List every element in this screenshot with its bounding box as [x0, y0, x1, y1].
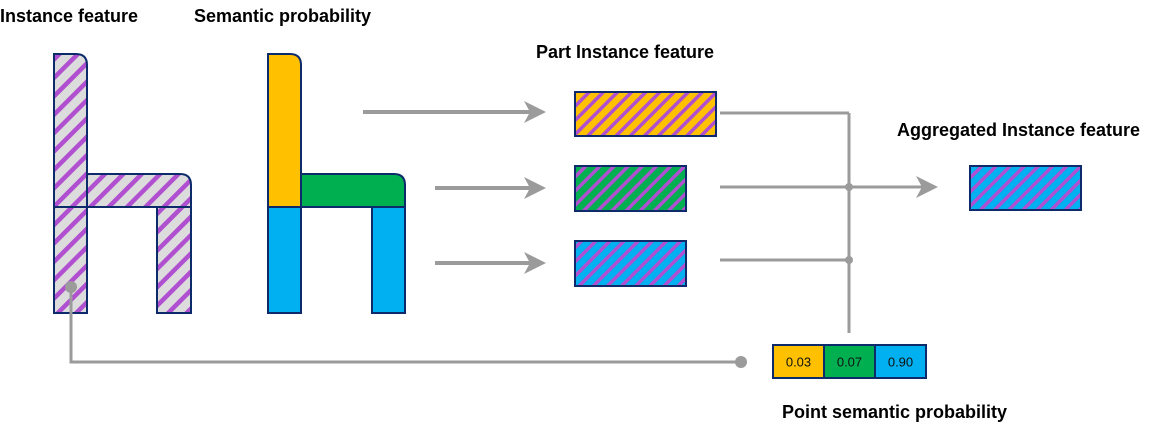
chair-seat-hatched	[86, 173, 192, 208]
instance-feature-chair	[53, 53, 192, 314]
probability-cell	[874, 344, 927, 379]
arrow-seat-head	[524, 177, 546, 199]
part-instance-feature-label: Part Instance feature	[536, 42, 715, 62]
point-semantic-probability-label: Point semantic probability	[782, 402, 1008, 422]
chair-leg-left-semantic	[267, 206, 302, 314]
arrow-aggregated-head	[916, 176, 938, 198]
point-semantic-probability-bar: 0.03 0.07 0.90	[772, 344, 927, 379]
aggregated-feature-rect	[969, 165, 1082, 211]
chair-seat-semantic	[300, 173, 406, 208]
chair-leg-right-semantic	[371, 206, 406, 314]
chair-back-hatched	[53, 53, 88, 208]
chair-back-semantic	[267, 53, 302, 208]
semantic-probability-label: Semantic probability	[194, 6, 372, 26]
junction-dot-legs	[845, 256, 853, 264]
probability-value: 0.90	[888, 355, 913, 370]
chair-leg-right-hatched	[156, 206, 192, 314]
point-link-line	[69, 287, 740, 364]
semantic-probability-chair	[267, 53, 406, 314]
point-marker-end	[735, 356, 747, 368]
point-marker-start	[65, 281, 77, 293]
junction-dot-seat	[845, 183, 853, 191]
arrow-back-head	[524, 101, 546, 123]
probability-cell	[772, 344, 825, 379]
part-feature-back	[574, 91, 717, 137]
part-feature-legs	[574, 240, 687, 287]
aggregated-instance-feature-label: Aggregated Instance feature	[897, 120, 1141, 140]
part-feature-seat	[574, 165, 687, 212]
instance-feature-label: Instance feature	[0, 6, 139, 26]
probability-value: 0.07	[837, 355, 862, 370]
arrow-legs-head	[524, 252, 546, 274]
probability-value: 0.03	[786, 355, 811, 370]
